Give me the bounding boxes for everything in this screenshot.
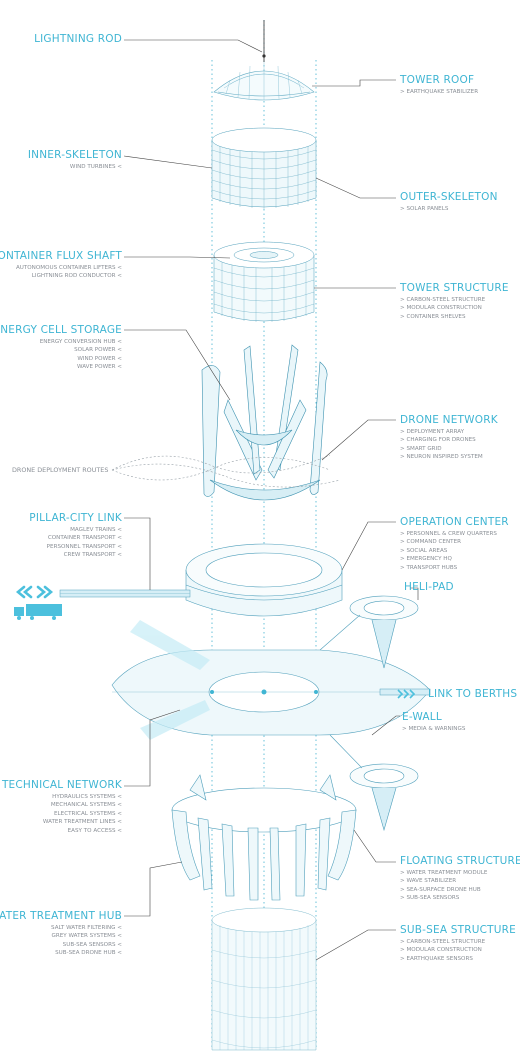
sub-drone-2: > SMART GRID	[400, 445, 442, 452]
sub-tech-1: MECHANICAL SYSTEMS <	[50, 802, 122, 809]
tower-structure-shape	[213, 241, 315, 322]
sub-tower-structure-0: > CARBON-STEEL STRUCTURE	[400, 296, 486, 303]
sub-container-flux-1: LIGHTNING ROD CONDUCTOR <	[31, 273, 122, 280]
label-e-wall: E-WALL	[402, 711, 442, 723]
group-drone-network: DRONE NETWORK > DEPLOYMENT ARRAY > CHARG…	[400, 415, 498, 462]
drone-routes	[111, 454, 341, 488]
label-sub-sea-structure: SUB-SEA STRUCTURE	[400, 924, 516, 936]
label-link-to-berths: LINK TO BERTHS	[428, 688, 518, 700]
label-pillar-city-link: PILLAR-CITY LINK	[29, 512, 122, 524]
sub-floating-2: > SEA-SURFACE DRONE HUB	[400, 886, 481, 893]
sub-floating-0: > WATER TREATMENT MODULE	[400, 869, 488, 876]
group-e-wall: E-WALL > MEDIA & WARNINGS	[402, 712, 465, 733]
sub-subsea-2: > EARTHQUAKE SENSORS	[400, 955, 473, 962]
tower-roof-shape	[213, 62, 315, 101]
sub-pillar-2: PERSONNEL TRANSPORT <	[46, 543, 122, 550]
label-water-treatment-hub: WATER TREATMENT HUB	[0, 910, 122, 922]
sub-tech-2: ELECTRICAL SYSTEMS <	[54, 810, 122, 817]
sub-operation-2: > SOCIAL AREAS	[400, 547, 448, 554]
sub-container-flux-0: AUTONOMOUS CONTAINER LIFTERS <	[15, 264, 122, 271]
label-lightning-rod: LIGHTNING ROD	[34, 33, 122, 45]
sub-water-0: SALT WATER FILTERING <	[51, 924, 122, 931]
sub-sea-structure-shape	[211, 907, 317, 1051]
sub-energy-2: WIND POWER <	[77, 355, 122, 362]
group-outer-skeleton: OUTER-SKELETON > SOLAR PANELS	[400, 192, 498, 213]
sub-pillar-0: MAGLEV TRAINS <	[70, 526, 122, 533]
sub-operation-0: > PERSONNEL & CREW QUARTERS	[400, 530, 497, 537]
sub-drone-3: > NEURON INSPIRED SYSTEM	[400, 454, 483, 461]
double-chevron-left-icon	[15, 585, 33, 599]
sub-pillar-3: CREW TRANSPORT <	[63, 552, 122, 559]
sub-floating-3: > SUB-SEA SENSORS	[400, 895, 460, 902]
label-heli-pad: HELI-PAD	[404, 581, 454, 593]
sub-tower-roof-0: > EARTHQUAKE STABILIZER	[400, 88, 479, 95]
sub-tech-0: HYDRAULICS SYSTEMS <	[52, 793, 122, 800]
group-operation-center: OPERATION CENTER > PERSONNEL & CREW QUAR…	[400, 517, 509, 572]
label-inner-skeleton: INNER-SKELETON	[27, 149, 122, 161]
label-drone-network: DRONE NETWORK	[400, 414, 498, 426]
sub-tech-4: EASY TO ACCESS <	[67, 827, 122, 834]
group-inner-skeleton: INNER-SKELETON WIND TURBINES <	[28, 150, 122, 171]
sub-water-2: SUB-SEA SENSORS <	[62, 941, 122, 948]
group-sub-sea-structure: SUB-SEA STRUCTURE > CARBON-STEEL STRUCTU…	[400, 925, 516, 963]
sub-tower-structure-2: > CONTAINER SHELVES	[400, 313, 466, 320]
heli-pad-bottom-shape	[329, 734, 419, 832]
label-drone-deployment-routes: DRONE DEPLOYMENT ROUTES	[12, 466, 109, 474]
group-container-flux-shaft: CONTAINER FLUX SHAFT AUTONOMOUS CONTAINE…	[0, 251, 122, 281]
sub-subsea-1: > MODULAR CONSTRUCTION	[400, 947, 482, 954]
group-tower-roof: TOWER ROOF > EARTHQUAKE STABILIZER	[400, 75, 478, 96]
sub-energy-1: SOLAR POWER <	[74, 347, 122, 354]
sub-e-wall-0: > MEDIA & WARNINGS	[402, 725, 466, 732]
label-tower-roof: TOWER ROOF	[400, 74, 475, 86]
label-operation-center: OPERATION CENTER	[400, 516, 509, 528]
sub-tower-structure-1: > MODULAR CONSTRUCTION	[400, 305, 482, 312]
sub-energy-0: ENERGY CONVERSION HUB <	[39, 338, 122, 345]
sub-drone-0: > DEPLOYMENT ARRAY	[400, 428, 465, 435]
label-tower-structure: TOWER STRUCTURE	[400, 282, 509, 294]
sub-tech-3: WATER TREATMENT LINES <	[42, 819, 122, 826]
sub-water-1: GREY WATER SYSTEMS <	[51, 933, 123, 940]
energy-cell-shape	[201, 344, 328, 501]
truck-icon	[14, 604, 62, 620]
berth-chevron-icon	[397, 689, 416, 699]
sub-drone-1: > CHARGING FOR DRONES	[400, 437, 476, 444]
group-floating-structure: FLOATING STRUCTURE > WATER TREATMENT MOD…	[400, 856, 520, 903]
lightning-rod-icon	[262, 20, 266, 62]
label-energy-cell-storage: ENERGY CELL STORAGE	[0, 324, 122, 336]
group-energy-cell-storage: ENERGY CELL STORAGE ENERGY CONVERSION HU…	[0, 325, 122, 372]
heli-pad-top-shape	[319, 595, 419, 669]
sub-outer-skeleton-0: > SOLAR PANELS	[400, 205, 449, 212]
group-pillar-city-link: PILLAR-CITY LINK MAGLEV TRAINS < CONTAIN…	[29, 513, 122, 560]
inner-skeleton-shape	[211, 127, 317, 209]
label-technical-network: TECHNICAL NETWORK	[1, 779, 122, 791]
group-water-treatment-hub: WATER TREATMENT HUB SALT WATER FILTERING…	[0, 911, 122, 958]
sub-operation-1: > COMMAND CENTER	[400, 539, 461, 546]
floating-structure-shape	[171, 774, 357, 901]
label-outer-skeleton: OUTER-SKELETON	[400, 191, 498, 203]
sub-operation-4: > TRANSPORT HUBS	[400, 564, 458, 571]
leader-lines	[123, 39, 419, 961]
sub-energy-3: WAVE POWER <	[76, 364, 122, 371]
operation-center-shape	[185, 543, 343, 617]
sub-water-3: SUB-SEA DRONE HUB <	[55, 950, 122, 957]
sub-pillar-1: CONTAINER TRANSPORT <	[47, 535, 122, 542]
light-beams	[130, 620, 210, 740]
label-container-flux-shaft: CONTAINER FLUX SHAFT	[0, 250, 122, 262]
double-chevron-right-icon	[36, 585, 54, 599]
sub-inner-skeleton-0: WIND TURBINES <	[69, 163, 122, 170]
sub-floating-1: > WAVE STABILIZER	[400, 878, 457, 885]
sub-operation-3: > EMERGENCY HQ	[400, 556, 452, 563]
group-tower-structure: TOWER STRUCTURE > CARBON-STEEL STRUCTURE…	[400, 283, 509, 321]
sub-subsea-0: > CARBON-STEEL STRUCTURE	[400, 938, 486, 945]
pillar-city-link-shape	[59, 589, 191, 598]
label-floating-structure: FLOATING STRUCTURE	[400, 855, 520, 867]
group-technical-network: TECHNICAL NETWORK HYDRAULICS SYSTEMS < M…	[2, 780, 122, 835]
